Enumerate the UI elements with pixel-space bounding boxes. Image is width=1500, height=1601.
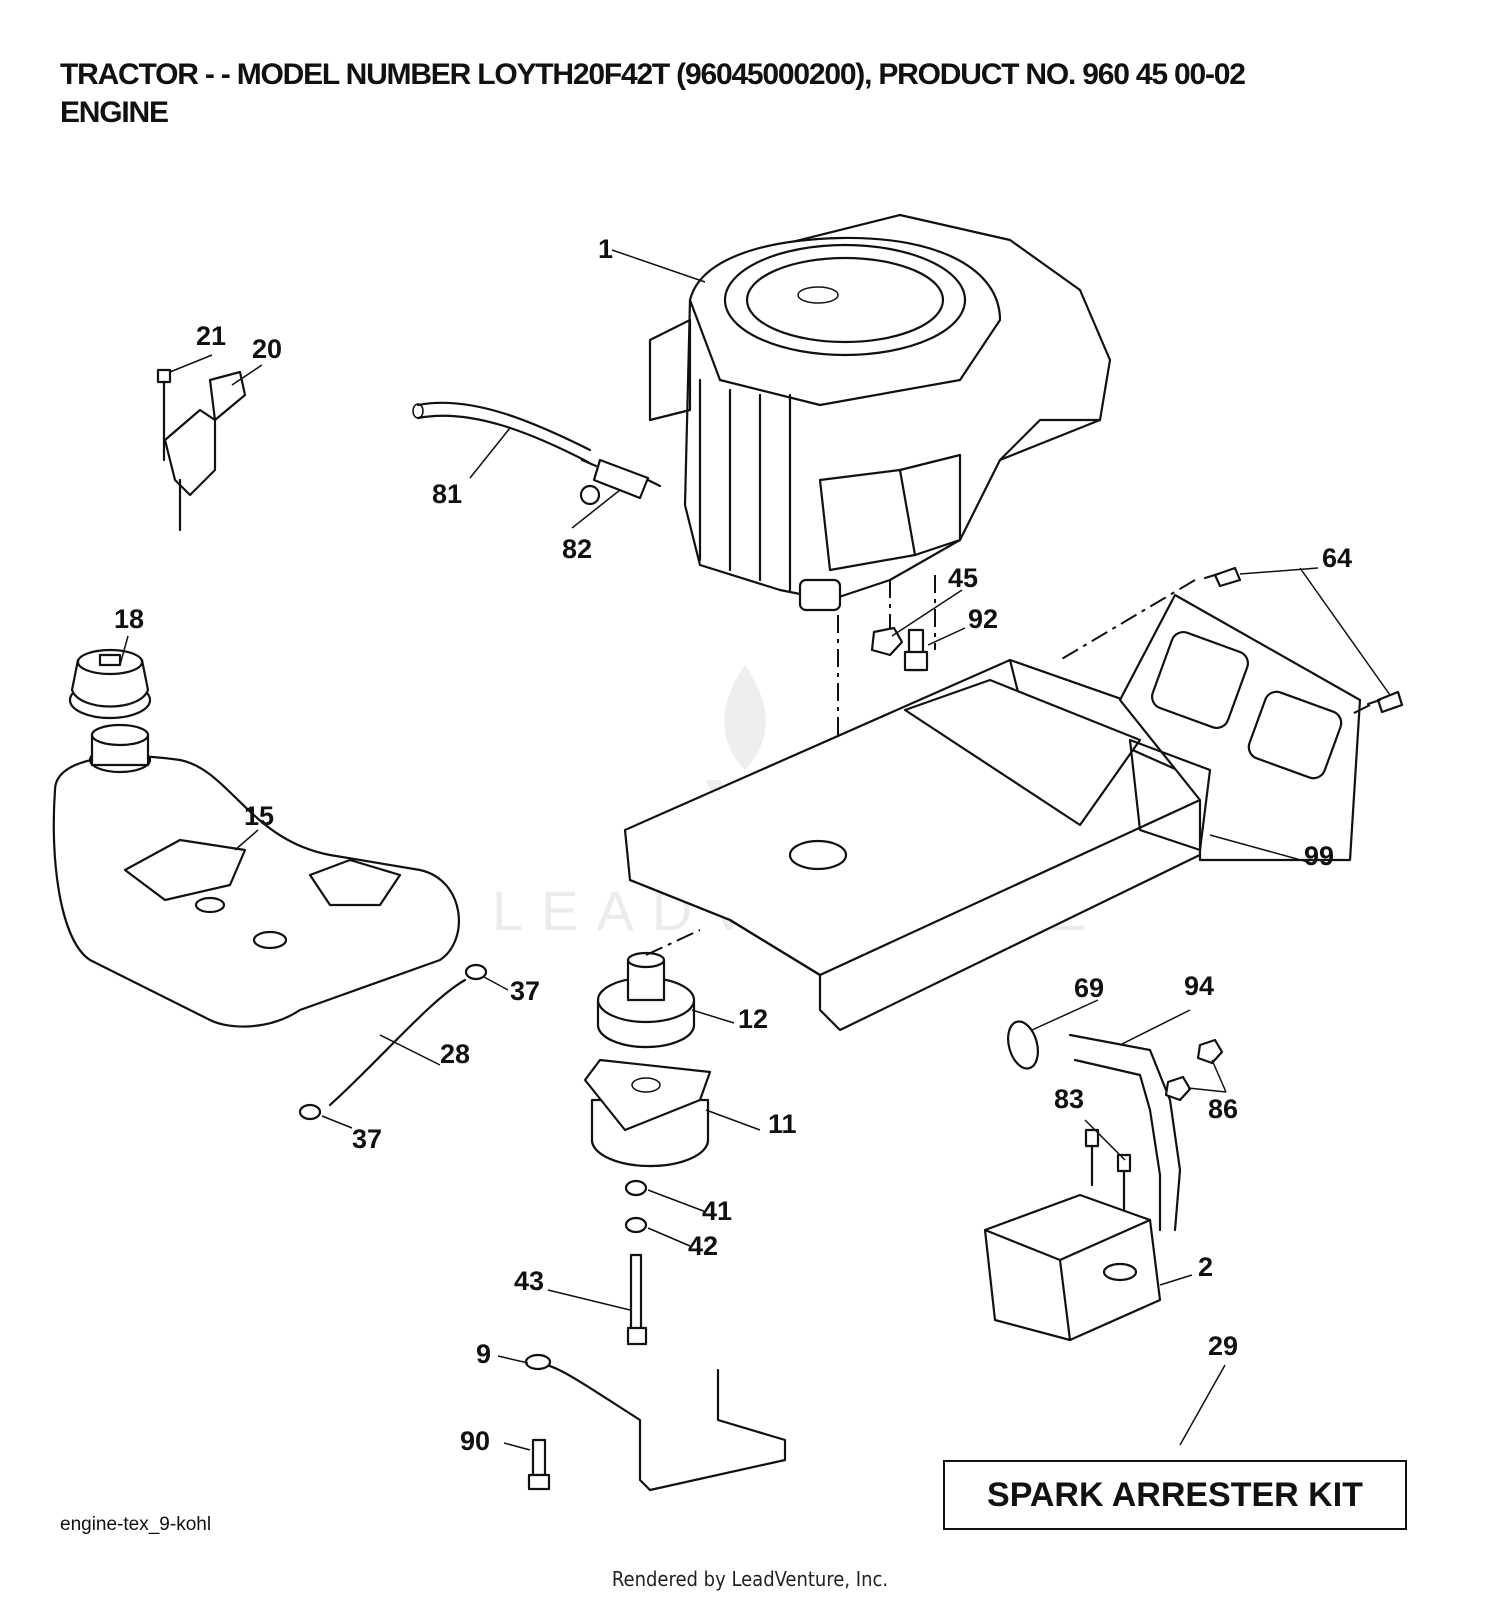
pto-clutch-11[interactable] bbox=[583, 1058, 712, 1168]
callout-41: 41 bbox=[702, 1196, 732, 1226]
callout-94: 94 bbox=[1184, 971, 1214, 1001]
callout-37-lower: 37 bbox=[352, 1124, 382, 1154]
title-line-section: ENGINE bbox=[60, 96, 169, 129]
callout-1: 1 bbox=[598, 234, 613, 264]
exhaust-pipe-94[interactable] bbox=[1068, 1033, 1182, 1232]
callout-11: 11 bbox=[768, 1109, 797, 1139]
callout-20: 20 bbox=[252, 334, 282, 364]
callout-90: 90 bbox=[460, 1426, 490, 1456]
callout-9: 9 bbox=[476, 1339, 491, 1369]
callout-81: 81 bbox=[432, 479, 462, 509]
callout-numbers: 1 2 9 11 12 15 18 20 21 28 29 37 37 41 4… bbox=[114, 234, 1352, 1456]
bolt-64-lower[interactable] bbox=[1366, 690, 1404, 714]
rear-panel-99[interactable] bbox=[1118, 593, 1362, 862]
nut-86-upper[interactable] bbox=[1196, 1038, 1224, 1065]
fuel-filter-82[interactable] bbox=[579, 458, 662, 506]
exhaust-gasket-69[interactable] bbox=[1003, 1018, 1042, 1072]
callout-64: 64 bbox=[1322, 543, 1352, 573]
callout-69: 69 bbox=[1074, 973, 1104, 1003]
leader-lines bbox=[119, 249, 1391, 1451]
bolt-64-centerlines bbox=[1059, 579, 1371, 716]
callout-99: 99 bbox=[1304, 841, 1334, 871]
fuel-cap-18[interactable] bbox=[68, 648, 152, 720]
callout-15: 15 bbox=[244, 801, 274, 831]
bolt-64-upper[interactable] bbox=[1203, 566, 1242, 588]
callout-82: 82 bbox=[562, 534, 592, 564]
spark-arrester-kit-label: SPARK ARRESTER KIT bbox=[943, 1460, 1407, 1530]
callout-2: 2 bbox=[1198, 1252, 1213, 1282]
washer-42[interactable] bbox=[624, 1216, 648, 1234]
fuel-line-28[interactable] bbox=[328, 978, 467, 1107]
washer-41[interactable] bbox=[624, 1179, 648, 1197]
hose-clamp-37-lower[interactable] bbox=[298, 1103, 322, 1121]
engine-part-1[interactable] bbox=[648, 213, 1112, 612]
pulley-centerline bbox=[645, 929, 701, 956]
bolt-83-right[interactable] bbox=[1116, 1153, 1132, 1212]
callout-28: 28 bbox=[440, 1039, 470, 1069]
hose-clamp-37-upper[interactable] bbox=[464, 963, 488, 981]
throttle-bracket-20[interactable] bbox=[163, 370, 247, 532]
callout-42: 42 bbox=[688, 1231, 718, 1261]
callout-37-upper: 37 bbox=[510, 976, 540, 1006]
callout-86: 86 bbox=[1208, 1094, 1238, 1124]
engine-frame-plate[interactable] bbox=[623, 658, 1212, 1032]
bolt-92[interactable] bbox=[903, 628, 929, 672]
screw-21[interactable] bbox=[156, 368, 172, 462]
callout-12: 12 bbox=[738, 1004, 768, 1034]
fuel-tank-15[interactable] bbox=[52, 723, 461, 1028]
diagram-code: engine-tex_9-kohl bbox=[60, 1514, 212, 1535]
bolt-43[interactable] bbox=[626, 1253, 648, 1346]
callout-21: 21 bbox=[196, 321, 226, 351]
title-line-model: TRACTOR - - MODEL NUMBER LOYTH20F42T (96… bbox=[60, 58, 1246, 91]
bolt-83-left[interactable] bbox=[1084, 1128, 1100, 1187]
callout-29: 29 bbox=[1208, 1331, 1238, 1361]
callout-45: 45 bbox=[948, 563, 978, 593]
bolt-90[interactable] bbox=[527, 1438, 551, 1491]
muffler-2[interactable] bbox=[983, 1193, 1162, 1342]
nut-86-lower[interactable] bbox=[1164, 1075, 1192, 1102]
fuel-hose-81[interactable] bbox=[412, 401, 592, 464]
render-footer: Rendered by LeadVenture, Inc. bbox=[611, 1567, 889, 1591]
callout-43: 43 bbox=[514, 1266, 544, 1296]
diagram-title: TRACTOR - - MODEL NUMBER LOYTH20F42T (96… bbox=[60, 56, 1246, 132]
engine-pulley-12[interactable] bbox=[596, 951, 696, 1049]
belt-guide-9[interactable] bbox=[524, 1353, 787, 1492]
callout-83: 83 bbox=[1054, 1084, 1084, 1114]
callout-92: 92 bbox=[968, 604, 998, 634]
callout-18: 18 bbox=[114, 604, 144, 634]
